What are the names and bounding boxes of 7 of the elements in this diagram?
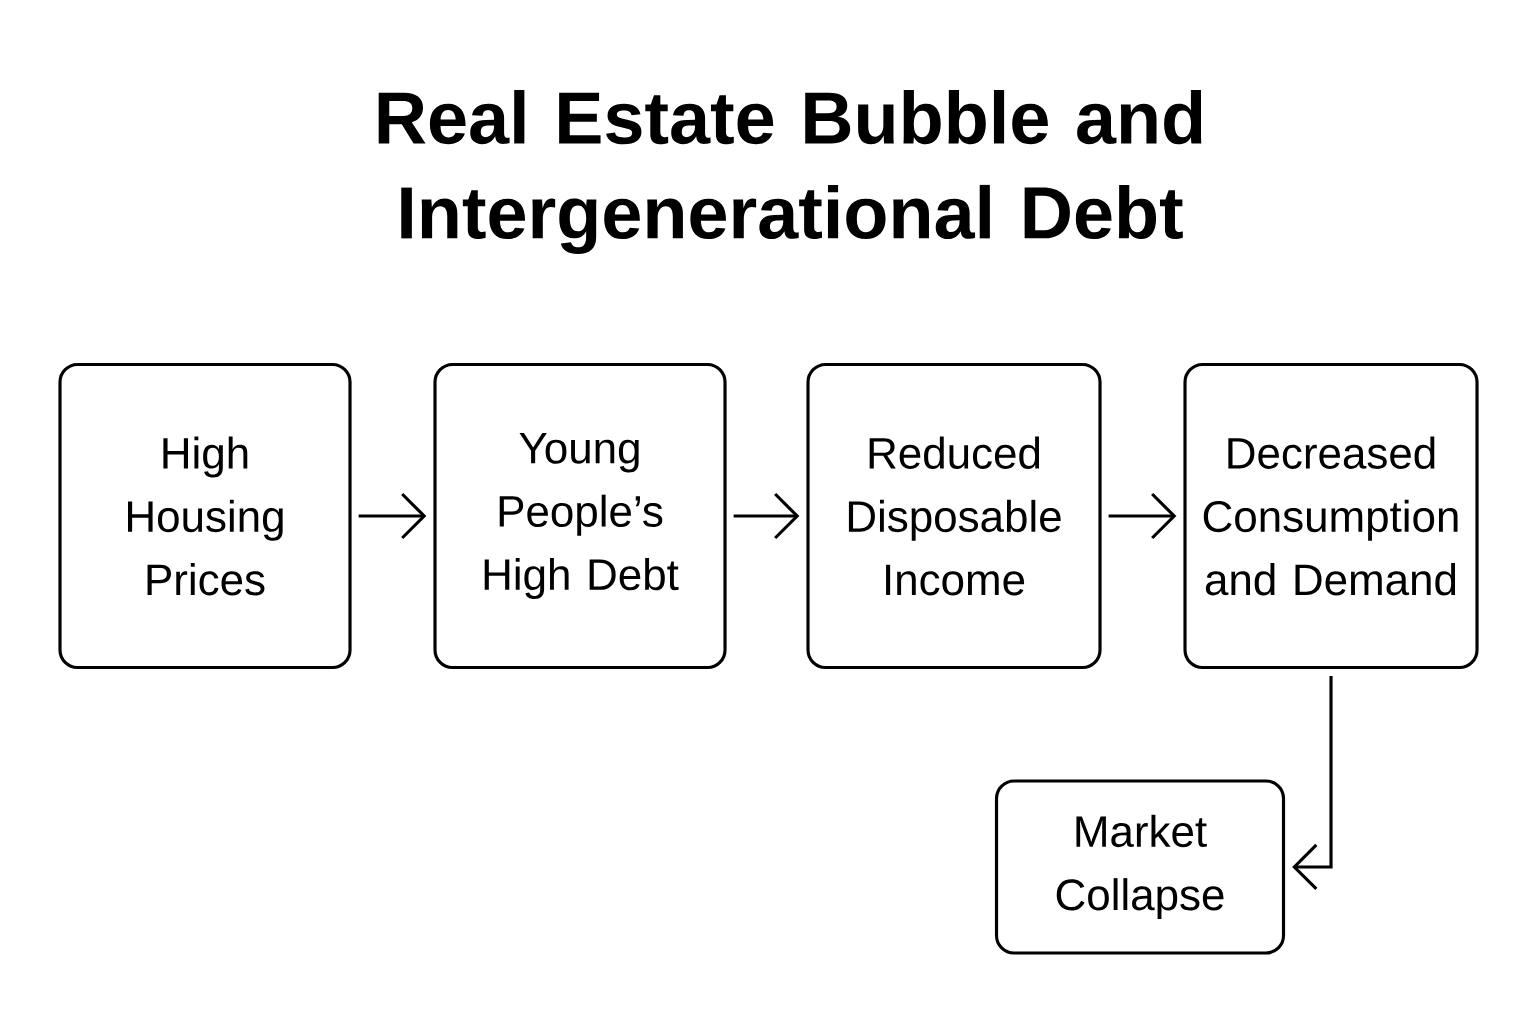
title: Real Estate Bubble and Intergenerational Debt	[378, 90, 1202, 254]
process-box: High Housing Prices	[58, 362, 352, 670]
arrow	[1292, 676, 1333, 891]
process-box: Market Collapse	[994, 779, 1286, 955]
process-box: Reduced Disposable Income	[806, 362, 1102, 670]
process-box: Decreased Consumption and Demand	[1183, 362, 1479, 670]
process-box: Young People’s High Debt	[433, 362, 727, 670]
